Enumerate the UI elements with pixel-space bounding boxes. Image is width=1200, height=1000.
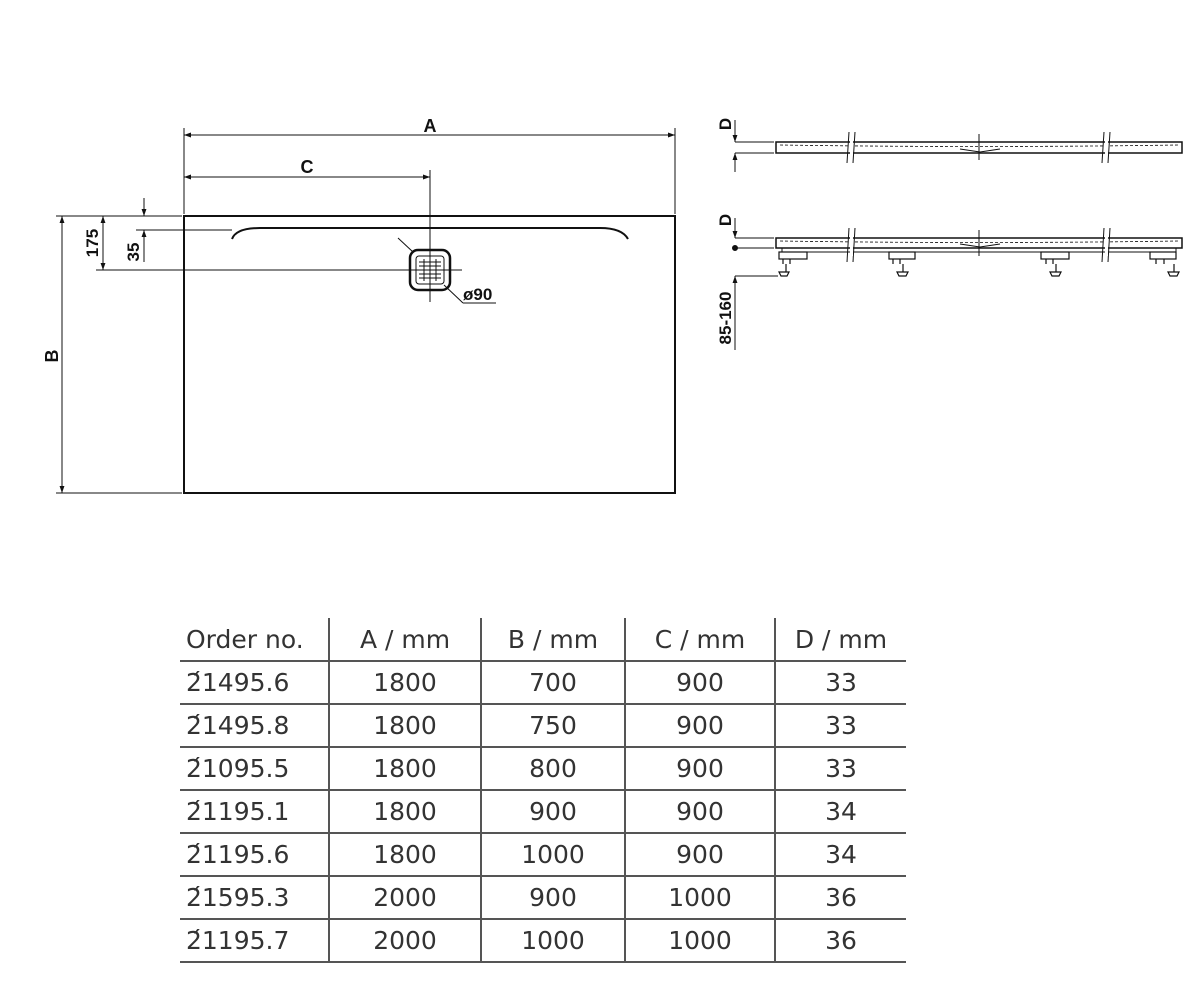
table-row: 2́1495.6 1800 700 900 33	[180, 661, 906, 705]
header-b-mm: B / mm	[480, 618, 625, 662]
dim-175-label: 175	[83, 229, 102, 257]
table-row: 2́1195.6 1800 1000 900 34	[180, 833, 906, 877]
leg-height-label: 85-160	[716, 292, 735, 345]
table-row: 2́1595.3 2000 900 1000 36	[180, 876, 906, 920]
table-row: 2́1195.7 2000 1000 1000 36	[180, 919, 906, 963]
cell-d: 33	[774, 704, 906, 748]
cell-b: 1000	[480, 833, 625, 877]
table-row: 2́1095.5 1800 800 900 33	[180, 747, 906, 791]
dim-a-label: A	[424, 116, 437, 136]
cell-b: 750	[480, 704, 625, 748]
cell-b: 900	[480, 876, 625, 920]
cell-a: 2000	[328, 876, 481, 920]
cell-d: 34	[774, 790, 906, 834]
cell-order-no: 2́1195.1	[180, 790, 329, 834]
header-c-mm: C / mm	[624, 618, 775, 662]
technical-drawing: A C B 175 35 ø90 D	[42, 116, 1183, 494]
cell-b: 800	[480, 747, 625, 791]
cell-order-no: 2́1595.3	[180, 876, 329, 920]
dim-35-label: 35	[124, 243, 143, 262]
cell-d: 34	[774, 833, 906, 877]
cell-c: 900	[624, 704, 775, 748]
extension-lines	[56, 128, 676, 494]
break-marks-2	[846, 227, 1111, 263]
cell-c: 900	[624, 790, 775, 834]
cell-d: 33	[774, 661, 906, 705]
dim-b-label: B	[42, 350, 62, 363]
dim-c-label: C	[301, 157, 314, 177]
cell-order-no: 2́1495.6	[180, 661, 329, 705]
dim-d-label-top: D	[716, 118, 735, 130]
cell-c: 900	[624, 833, 775, 877]
cell-b: 900	[480, 790, 625, 834]
leg-set	[778, 251, 1180, 277]
side-view-legs	[732, 218, 1183, 350]
cell-order-no: 2́1195.7	[180, 919, 329, 963]
cell-b: 700	[480, 661, 625, 705]
drain-diameter-label: ø90	[463, 285, 492, 304]
cell-a: 1800	[328, 833, 481, 877]
table-row: 2́1495.8 1800 750 900 33	[180, 704, 906, 748]
dim-d-label-bottom: D	[716, 214, 735, 226]
cell-a: 2000	[328, 919, 481, 963]
cell-c: 1000	[624, 876, 775, 920]
cell-d: 33	[774, 747, 906, 791]
cell-order-no: 2́1495.8	[180, 704, 329, 748]
side-view-tray	[732, 120, 1183, 172]
header-a-mm: A / mm	[328, 618, 481, 662]
cell-order-no: 2́1095.5	[180, 747, 329, 791]
cell-a: 1800	[328, 704, 481, 748]
drain-leader	[443, 284, 464, 304]
cell-c: 1000	[624, 919, 775, 963]
table-header-row: Order no. A / mm B / mm C / mm D / mm	[180, 618, 906, 662]
cell-a: 1800	[328, 661, 481, 705]
table-row: 2́1195.1 1800 900 900 34	[180, 790, 906, 834]
header-d-mm: D / mm	[774, 618, 906, 662]
cell-a: 1800	[328, 747, 481, 791]
cell-a: 1800	[328, 790, 481, 834]
cell-c: 900	[624, 661, 775, 705]
cell-c: 900	[624, 747, 775, 791]
break-marks	[846, 131, 1111, 164]
dimension-table: Order no. A / mm B / mm C / mm D / mm 2́…	[180, 618, 906, 963]
cell-order-no: 2́1195.6	[180, 833, 329, 877]
plan-view	[56, 128, 676, 494]
drain	[400, 240, 462, 302]
cell-d: 36	[774, 876, 906, 920]
header-order-no: Order no.	[180, 618, 329, 662]
cell-b: 1000	[480, 919, 625, 963]
cell-d: 36	[774, 919, 906, 963]
